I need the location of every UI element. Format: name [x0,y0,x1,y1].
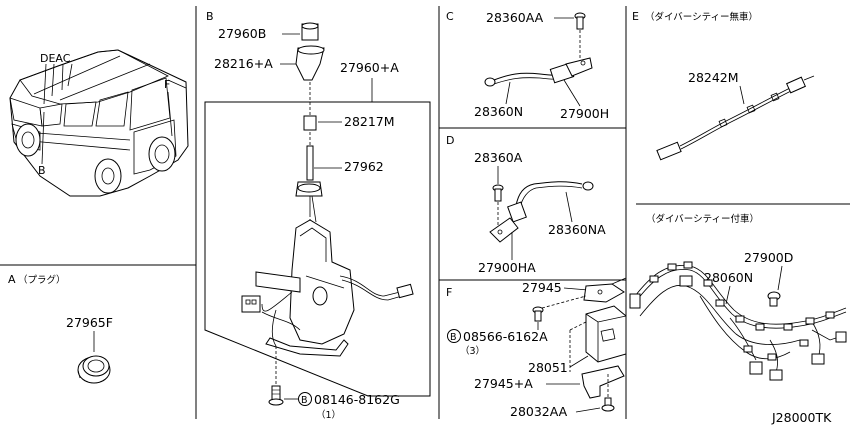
bolt-28360AA [574,12,586,30]
bolt-08146 [268,385,284,406]
part-28217M-label: 28217M [344,114,395,129]
section-a: A （プラグ） 27965F [8,273,113,384]
antenna-nut [303,115,317,131]
ground-strap-28360N [484,57,593,87]
part-27900HA-label: 27900HA [478,260,536,275]
part-28360A-label: 28360A [474,150,523,165]
part-08566-label: 08566-6162A [463,329,548,344]
vehicle-illustration: DEAC F B [9,49,189,197]
section-b: B 27960B 28216+A 27960+A 28217M 27962 [204,10,431,421]
part-27900H-label: 27900H [560,106,609,121]
bolt-28360A [492,184,504,202]
section-c: C 28360AA 28360N 27900H [446,10,609,121]
feeder-cable-28242M [656,75,815,161]
section-e-caption-no-diversity: （ダイバーシティー無車） [645,11,758,23]
grommet-plug [77,355,111,384]
module-28051 [585,305,627,363]
part-08146-label: 08146-8162G [314,392,400,407]
section-e: E （ダイバーシティー無車） 28242M （ダイバーシティー付車） 27900… [629,10,847,381]
section-c-letter: C [446,10,454,23]
screw-symbol-b [447,329,461,343]
bolt-symbol-b [298,392,312,406]
screw-08566 [532,306,544,322]
part-28360N-label: 28360N [474,104,523,119]
section-a-letter: A [8,273,16,286]
vehicle-label-f: F [164,78,170,91]
section-f: F 27945 B 08566-6162A （3） 28051 27945+A [446,277,627,419]
bolt-27900D [767,291,781,307]
section-b-letter: B [206,10,214,23]
part-28051-label: 28051 [528,360,568,375]
screw-28032AA [601,397,615,412]
part-28060N-label: 28060N [704,270,753,285]
part-27962-label: 27962 [344,159,384,174]
screw-symbol-b-text: B [450,332,457,343]
feeder-harness-28060N [629,261,847,381]
vehicle-label-b: B [38,164,46,177]
antenna-base [295,47,325,81]
panel-dividers [0,6,850,419]
part-28360NA-label: 28360NA [548,222,606,237]
antenna-motor-unit [241,219,414,357]
part-28242M-label: 28242M [688,70,739,85]
section-d-letter: D [446,134,454,147]
part-28032AA-label: 28032AA [510,404,568,419]
section-e-caption-diversity: （ダイバーシティー付車） [646,213,759,225]
section-f-letter: F [446,286,452,299]
part-08146-qty: （1） [316,409,341,421]
part-28360AA-label: 28360AA [486,10,544,25]
part-28216A-label: 28216+A [214,56,273,71]
section-e-letter: E [632,10,639,23]
diagram-code: J28000TK [771,410,832,425]
ground-strap-28360NA [489,181,594,243]
bracket-27945 [583,283,625,303]
bolt-symbol-b-text: B [301,395,308,406]
part-27965F-label: 27965F [66,315,113,330]
part-27945A-label: 27945+A [474,376,533,391]
section-a-caption: （プラグ） [18,274,66,286]
part-27960B-label: 27960B [218,26,266,41]
part-27960A-label: 27960+A [340,60,399,75]
bracket-27945A [581,365,625,399]
part-08566-qty: （3） [460,345,485,357]
antenna-mast [295,145,323,223]
part-27900D-label: 27900D [744,250,793,265]
part-27945-label: 27945 [522,280,562,295]
vehicle-label-deac: DEAC [40,52,71,65]
section-d: D 28360A 28360NA 27900HA [446,134,606,275]
